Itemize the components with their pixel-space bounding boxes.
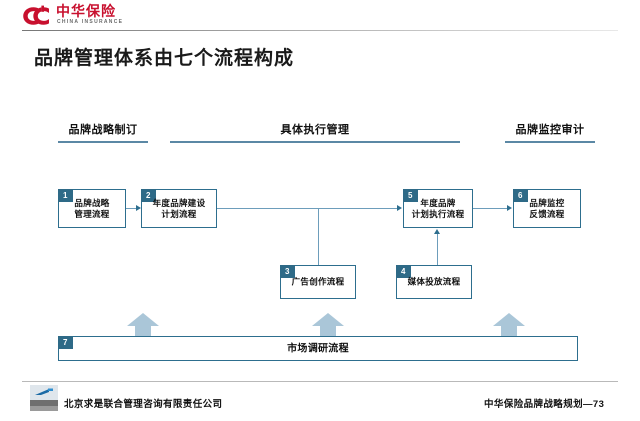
support-arrow-icon-3 (493, 313, 525, 337)
process-box-7[interactable]: 7 市场调研流程 (57, 335, 578, 361)
process-box-1[interactable]: 1 品牌战略 管理流程 (57, 188, 126, 228)
process-label-line2: 计划执行流程 (411, 208, 465, 219)
process-label: 品牌战略 管理流程 (59, 198, 125, 220)
process-number-badge: 5 (402, 188, 418, 202)
process-label-line1: 品牌战略 (74, 197, 110, 208)
arrowhead-into-box5-left (397, 204, 402, 211)
phase-header-strategy: 品牌战略制订 (58, 124, 148, 143)
process-number-badge: 4 (395, 264, 411, 278)
process-label: 市场调研流程 (287, 343, 349, 354)
process-label-line1: 年度品牌建设 (152, 197, 206, 208)
connector-branch-to-3 (318, 208, 320, 265)
connector-1-to-2 (126, 208, 137, 210)
page-title: 品牌管理体系由七个流程构成 (34, 47, 295, 69)
footer-company: 北京求是联合管理咨询有限责任公司 (64, 399, 223, 410)
process-label-line2: 管理流程 (74, 208, 110, 219)
phase-underline (505, 141, 595, 143)
process-box-5[interactable]: 5 年度品牌 计划执行流程 (402, 188, 473, 228)
arrowhead-into-box5-bottom (433, 229, 440, 234)
logo-text-cn: 中华保险 (56, 3, 116, 19)
cc-mark-icon (23, 5, 49, 25)
logo-text-en: CHINA INSURANCE (57, 19, 124, 25)
connector-2-to-5 (217, 208, 399, 210)
process-label-line1: 广告创作流程 (291, 276, 345, 287)
process-box-4[interactable]: 4 媒体投放流程 (395, 264, 472, 299)
process-box-3[interactable]: 3 广告创作流程 (279, 264, 356, 299)
support-arrow-icon-2 (312, 313, 344, 337)
process-label: 广告创作流程 (281, 277, 355, 288)
process-label: 年度品牌 计划执行流程 (404, 198, 472, 220)
connector-5-to-6 (473, 208, 509, 210)
company-logo: 中华保险 CHINA INSURANCE (20, 3, 140, 29)
process-label-line1: 媒体投放流程 (407, 276, 461, 287)
phase-underline (170, 141, 460, 143)
header-divider (22, 30, 618, 31)
process-label-line1: 年度品牌 (420, 197, 456, 208)
process-number-badge: 3 (279, 264, 295, 278)
process-number-badge: 7 (57, 335, 73, 349)
phase-header-audit: 品牌监控审计 (505, 124, 595, 143)
phase-label: 品牌监控审计 (515, 124, 585, 136)
footer-divider (22, 381, 618, 382)
process-box-6[interactable]: 6 品牌监控 反馈流程 (512, 188, 581, 228)
process-label-line2: 反馈流程 (529, 208, 565, 219)
support-arrow-icon-1 (127, 313, 159, 337)
process-number-badge: 1 (57, 188, 73, 202)
process-label: 媒体投放流程 (397, 277, 471, 288)
process-label-line2: 计划流程 (161, 208, 197, 219)
arrowhead-into-box6 (507, 204, 512, 211)
connector-4-to-5 (437, 234, 439, 265)
process-label-line1: 品牌监控 (529, 197, 565, 208)
arrowhead-into-box2 (136, 204, 141, 211)
process-label: 品牌监控 反馈流程 (514, 198, 580, 220)
process-label: 年度品牌建设 计划流程 (142, 198, 216, 220)
phase-label: 品牌战略制订 (68, 124, 138, 136)
process-number-badge: 6 (512, 188, 528, 202)
process-box-2[interactable]: 2 年度品牌建设 计划流程 (140, 188, 217, 228)
footer-deck-label: 中华保险品牌战略规划—73 (484, 399, 605, 410)
process-number-badge: 2 (140, 188, 156, 202)
phase-label: 具体执行管理 (280, 124, 350, 136)
phase-header-execution: 具体执行管理 (170, 124, 460, 143)
qiushi-mark-icon (30, 385, 58, 411)
phase-underline (58, 141, 148, 143)
